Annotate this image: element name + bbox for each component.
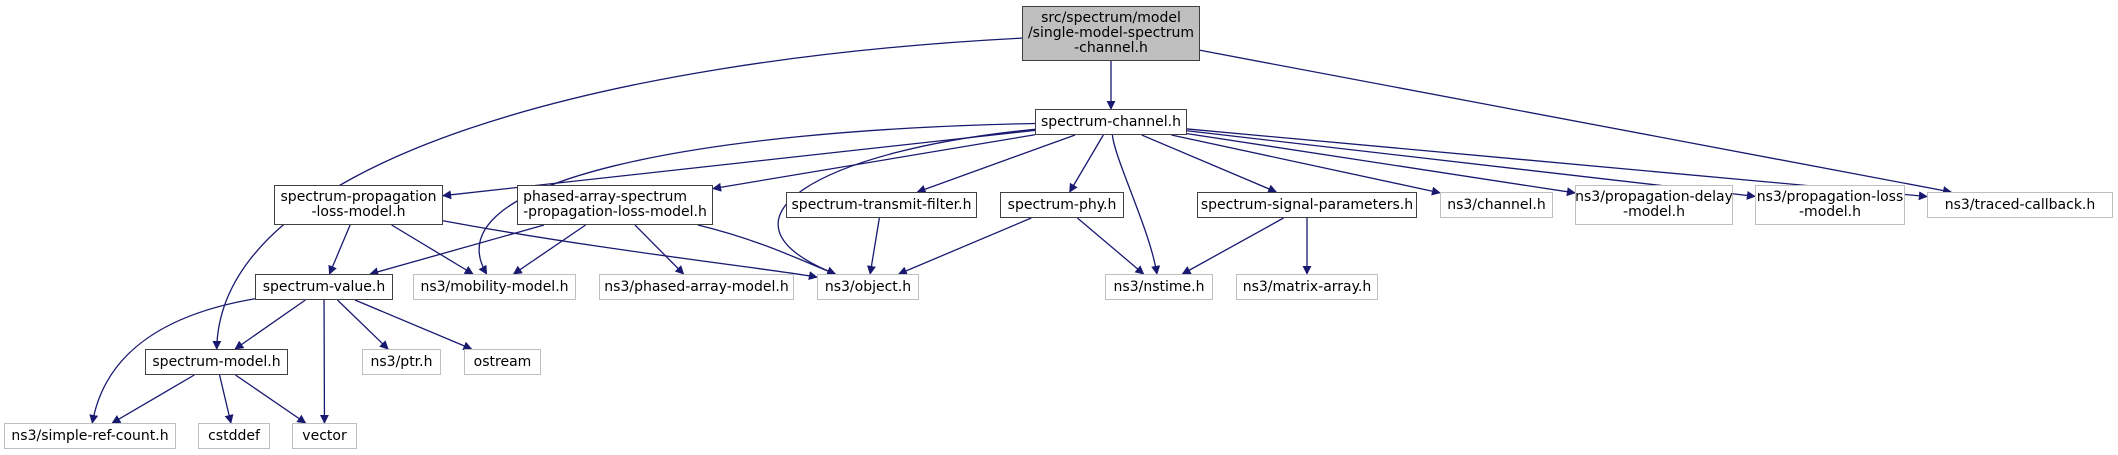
edge-phased-array-spectrum-propagation-loss-model-to-ns3-phased-array-model (634, 224, 685, 275)
edge-spectrum-channel-to-ns3-mobility-model (478, 122, 1036, 275)
node-label: ns3/ptr.h (370, 353, 433, 370)
edge-root-to-ns3-traced-callback (1199, 49, 1952, 195)
node-ns3-propagation-loss-model[interactable]: ns3/propagation-loss -model.h (1755, 185, 1905, 225)
node-cstddef[interactable]: cstddef (198, 423, 270, 449)
node-ns3-channel[interactable]: ns3/channel.h (1440, 192, 1553, 218)
edge-spectrum-channel-to-spectrum-propagation-loss-model (442, 129, 1036, 200)
node-ostream[interactable]: ostream (464, 349, 541, 375)
node-ns3-ptr[interactable]: ns3/ptr.h (362, 349, 441, 375)
node-label: spectrum-phy.h (1007, 196, 1117, 213)
node-label: ns3/phased-array-model.h (604, 278, 789, 295)
node-label: phased-array-spectrum -propagation-loss-… (523, 189, 707, 220)
node-label: spectrum-signal-parameters.h (1200, 196, 1414, 213)
node-ns3-propagation-delay-model[interactable]: ns3/propagation-delay -model.h (1575, 185, 1733, 225)
node-label: spectrum-value.h (262, 278, 386, 295)
edge-spectrum-propagation-loss-model-to-ns3-object (442, 220, 818, 281)
edge-spectrum-value-to-ostream (354, 299, 473, 351)
edge-spectrum-channel-to-ns3-object (777, 128, 1036, 276)
edge-phased-array-spectrum-propagation-loss-model-to-spectrum-value (369, 224, 545, 277)
edge-spectrum-model-to-cstddef (218, 374, 234, 424)
node-label: ns3/mobility-model.h (420, 278, 569, 295)
edge-spectrum-transmit-filter-to-ns3-object (867, 217, 881, 275)
edge-spectrum-channel-to-spectrum-transmit-filter (916, 134, 1076, 194)
node-ns3-matrix-array[interactable]: ns3/matrix-array.h (1236, 274, 1378, 300)
node-label: spectrum-model.h (152, 353, 281, 370)
node-spectrum-phy[interactable]: spectrum-phy.h (1000, 192, 1124, 218)
edge-phased-array-spectrum-propagation-loss-model-to-ns3-mobility-model (512, 224, 586, 275)
node-label: spectrum-transmit-filter.h (791, 196, 972, 213)
node-spectrum-signal-parameters[interactable]: spectrum-signal-parameters.h (1197, 192, 1417, 218)
node-phased-array-spectrum-propagation-loss-model[interactable]: phased-array-spectrum -propagation-loss-… (517, 185, 713, 225)
node-spectrum-model[interactable]: spectrum-model.h (145, 349, 288, 375)
node-label: spectrum-channel.h (1040, 113, 1182, 130)
edge-root-to-spectrum-model (212, 37, 1023, 350)
edge-spectrum-channel-to-spectrum-phy (1069, 134, 1104, 193)
node-spectrum-channel[interactable]: spectrum-channel.h (1035, 109, 1187, 135)
node-ns3-object[interactable]: ns3/object.h (817, 274, 919, 300)
edge-spectrum-value-to-ns3-ptr (336, 299, 389, 350)
edge-spectrum-propagation-loss-model-to-spectrum-value (328, 224, 351, 275)
node-label: vector (302, 427, 347, 444)
node-label: ns3/propagation-delay -model.h (1575, 189, 1733, 220)
edge-spectrum-signal-parameters-to-ns3-nstime (1181, 217, 1284, 275)
node-label: ns3/channel.h (1447, 196, 1546, 213)
edge-spectrum-value-to-ns3-simple-ref-count (89, 298, 256, 424)
edge-spectrum-channel-to-phased-array-spectrum-propagation-loss-model (712, 134, 1036, 192)
node-spectrum-value[interactable]: spectrum-value.h (255, 274, 393, 300)
edge-spectrum-phy-to-ns3-nstime (1076, 217, 1145, 275)
node-label: ns3/nstime.h (1113, 278, 1205, 295)
node-label: ns3/simple-ref-count.h (11, 427, 169, 444)
node-vector[interactable]: vector (292, 423, 357, 449)
node-spectrum-transmit-filter[interactable]: spectrum-transmit-filter.h (786, 192, 977, 218)
node-ns3-mobility-model[interactable]: ns3/mobility-model.h (413, 274, 576, 300)
node-ns3-phased-array-model[interactable]: ns3/phased-array-model.h (599, 274, 794, 300)
node-ns3-traced-callback[interactable]: ns3/traced-callback.h (1927, 192, 2113, 218)
edge-spectrum-channel-to-ns3-channel (1171, 134, 1441, 196)
node-label: ns3/object.h (824, 278, 912, 295)
edge-spectrum-value-to-spectrum-model (234, 299, 306, 350)
node-single-model-spectrum-channel[interactable]: src/spectrum/model /single-model-spectru… (1022, 6, 1200, 61)
node-label: cstddef (208, 427, 260, 444)
edge-phased-array-spectrum-propagation-loss-model-to-ns3-object (697, 224, 837, 276)
edge-spectrum-channel-to-spectrum-signal-parameters (1141, 134, 1278, 193)
node-ns3-nstime[interactable]: ns3/nstime.h (1105, 274, 1213, 300)
node-label: src/spectrum/model /single-model-spectru… (1027, 10, 1195, 56)
edge-spectrum-channel-to-ns3-propagation-delay-model (1186, 132, 1576, 197)
edge-spectrum-phy-to-ns3-object (897, 217, 1032, 275)
edge-spectrum-model-to-ns3-simple-ref-count (111, 374, 195, 424)
node-label: spectrum-propagation -loss-model.h (280, 189, 437, 220)
node-ns3-simple-ref-count[interactable]: ns3/simple-ref-count.h (4, 423, 176, 449)
edge-spectrum-channel-to-ns3-nstime (1111, 134, 1161, 275)
node-label: ns3/matrix-array.h (1242, 278, 1372, 295)
node-spectrum-propagation-loss-model[interactable]: spectrum-propagation -loss-model.h (274, 185, 443, 225)
node-label: ostream (473, 353, 532, 370)
node-label: ns3/propagation-loss -model.h (1756, 189, 1904, 220)
node-label: ns3/traced-callback.h (1944, 196, 2096, 213)
edge-spectrum-model-to-vector (235, 374, 307, 424)
edge-spectrum-propagation-loss-model-to-ns3-mobility-model (391, 224, 474, 275)
